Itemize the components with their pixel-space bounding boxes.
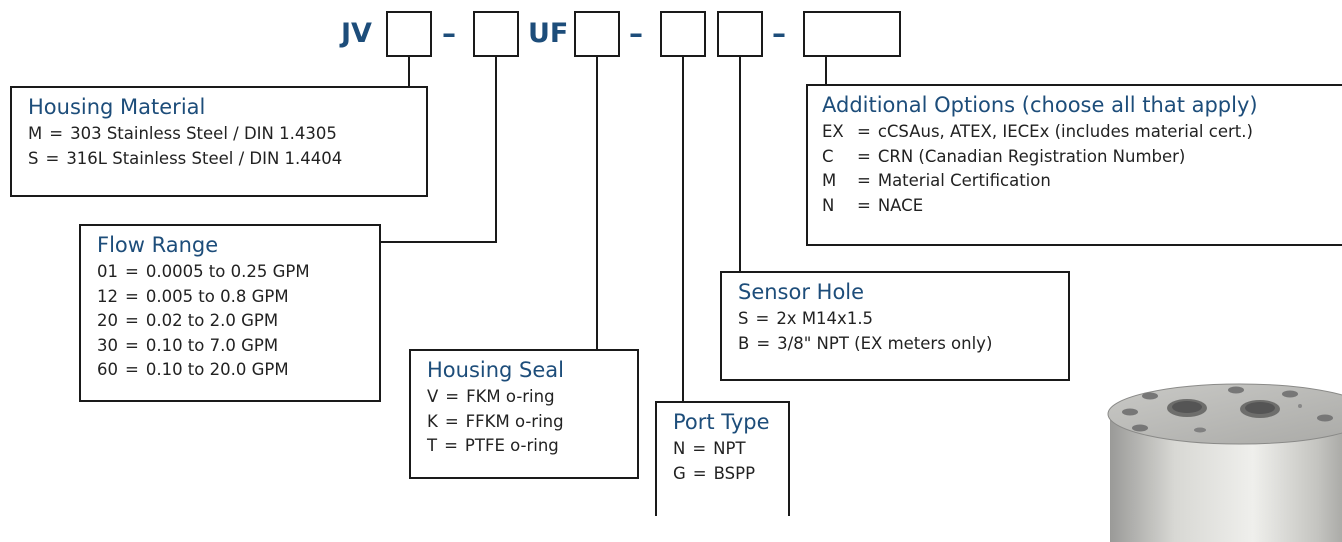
legend-item: S=2x M14x1.5 xyxy=(738,309,874,328)
code-separator: – xyxy=(772,17,786,50)
port-type-legend: Port Type N=NPT G=BSPP xyxy=(655,401,790,516)
housing-material-legend: Housing Material M=303 Stainless Steel /… xyxy=(10,86,428,197)
code-box-flow-range xyxy=(473,11,519,57)
legend-item: C=CRN (Canadian Registration Number) xyxy=(822,146,1186,166)
sensor-hole-legend: Sensor Hole S=2x M14x1.5 B=3/8" NPT (EX … xyxy=(720,271,1070,381)
legend-item: V=FKM o-ring xyxy=(427,387,555,406)
legend-item: G=BSPP xyxy=(673,463,756,483)
flow-meter-image xyxy=(1100,382,1342,542)
legend-item: EX=cCSAus, ATEX, IECEx (includes materia… xyxy=(822,122,1253,141)
code-box-sensor-hole xyxy=(717,11,763,57)
code-separator: – xyxy=(442,17,456,50)
legend-item: N=NPT xyxy=(673,439,746,458)
legend-title: Flow Range xyxy=(97,233,219,257)
code-box-port-type xyxy=(660,11,706,57)
code-box-housing-material xyxy=(386,11,432,57)
legend-item: S=316L Stainless Steel / DIN 1.4404 xyxy=(28,148,343,168)
legend-item: 60=0.10 to 20.0 GPM xyxy=(97,360,289,379)
flow-range-legend: Flow Range 01=0.0005 to 0.25 GPM 12=0.00… xyxy=(79,224,381,402)
legend-item: 01=0.0005 to 0.25 GPM xyxy=(97,262,310,281)
legend-title: Housing Seal xyxy=(427,358,564,382)
legend-item: B=3/8" NPT (EX meters only) xyxy=(738,333,993,353)
code-prefix: JV xyxy=(341,18,372,49)
additional-options-legend: Additional Options (choose all that appl… xyxy=(806,84,1342,246)
housing-seal-legend: Housing Seal V=FKM o-ring K=FFKM o-ring … xyxy=(409,349,639,479)
legend-item: 12=0.005 to 0.8 GPM xyxy=(97,286,289,306)
legend-title: Housing Material xyxy=(28,95,206,119)
legend-item: M=303 Stainless Steel / DIN 1.4305 xyxy=(28,124,337,143)
code-separator: – xyxy=(629,17,643,50)
code-box-housing-seal xyxy=(574,11,620,57)
legend-title: Additional Options (choose all that appl… xyxy=(822,93,1258,117)
connector-lines xyxy=(380,57,827,402)
legend-item: T=PTFE o-ring xyxy=(427,436,559,455)
legend-item: K=FFKM o-ring xyxy=(427,411,564,431)
legend-title: Port Type xyxy=(673,410,770,434)
code-infix: UF xyxy=(528,18,569,49)
legend-item: N=NACE xyxy=(822,195,924,215)
code-box-additional-options xyxy=(803,11,901,57)
legend-item: M=Material Certification xyxy=(822,171,1051,190)
legend-item: 30=0.10 to 7.0 GPM xyxy=(97,335,279,355)
legend-item: 20=0.02 to 2.0 GPM xyxy=(97,311,279,330)
legend-title: Sensor Hole xyxy=(738,280,865,304)
